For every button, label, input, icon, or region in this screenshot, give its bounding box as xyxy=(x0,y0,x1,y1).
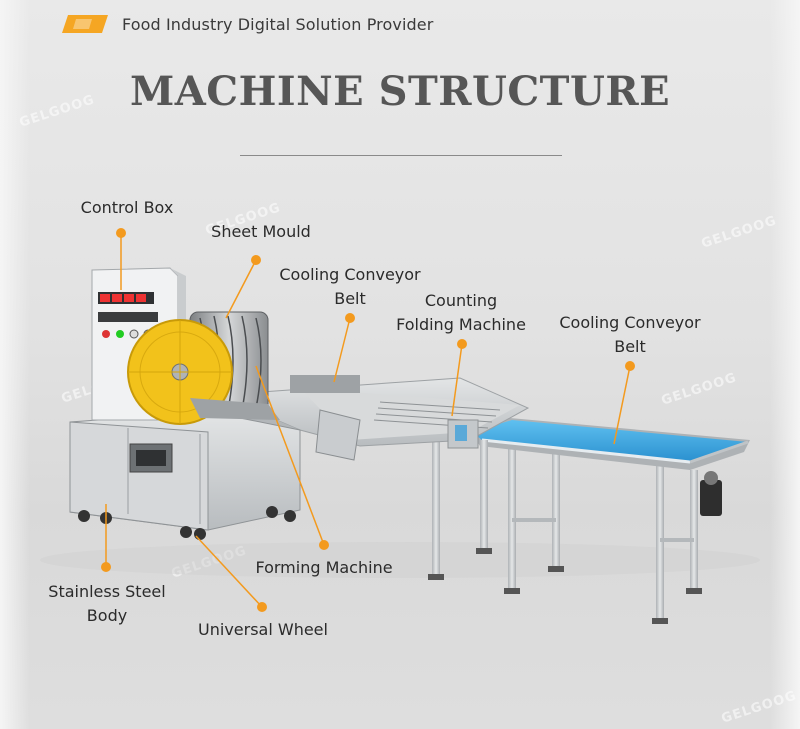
sheet-mould-drum xyxy=(127,311,280,425)
label-stainless-line2: Body xyxy=(86,606,128,625)
label-sheet-mould-text: Sheet Mould xyxy=(211,222,311,241)
callout-dot-forming xyxy=(319,540,329,550)
callout-dot-cooling-conveyor-1 xyxy=(345,313,355,323)
label-counting-line2: Folding Machine xyxy=(396,315,526,334)
belt-motor xyxy=(700,480,722,516)
title-divider xyxy=(240,155,562,156)
header-tagline: Food Industry Digital Solution Provider xyxy=(122,14,434,34)
left-edge-shade xyxy=(0,0,30,729)
callout-dot-counting xyxy=(457,339,467,349)
blue-conveyor-belt xyxy=(470,418,750,516)
label-cooling-conveyor-2-line2: Belt xyxy=(614,337,646,356)
floor-shadow xyxy=(40,542,760,578)
foot xyxy=(504,588,520,594)
page-title: MACHINE STRUCTURE xyxy=(129,68,671,115)
label-stainless-line1: Stainless Steel xyxy=(48,582,166,601)
callout-dot-sheet-mould xyxy=(251,255,261,265)
label-universal-wheel: Universal Wheel xyxy=(188,618,338,642)
label-control-box: Control Box xyxy=(64,196,190,220)
callout-dot-universal-wheel xyxy=(257,602,267,612)
cooling-rollers xyxy=(290,375,360,393)
label-control-box-text: Control Box xyxy=(80,198,174,217)
label-universal-wheel-text: Universal Wheel xyxy=(198,620,328,639)
label-cooling-conveyor-2-line1: Cooling Conveyor xyxy=(559,313,701,332)
label-forming-machine: Forming Machine xyxy=(246,556,402,580)
right-edge-shade xyxy=(770,0,800,729)
callout-dot-cooling-conveyor-2 xyxy=(625,361,635,371)
label-cooling-conveyor-1-line2: Belt xyxy=(334,289,366,308)
callout-dot-stainless xyxy=(101,562,111,572)
counting-machine-legs xyxy=(428,440,492,580)
header-bar: Food Industry Digital Solution Provider xyxy=(62,12,433,36)
foot xyxy=(686,588,702,594)
label-cooling-conveyor-1-line1: Cooling Conveyor xyxy=(279,265,421,284)
callout-lines xyxy=(101,228,635,612)
label-cooling-conveyor-2: Cooling Conveyor Belt xyxy=(550,311,710,359)
label-stainless-steel-body: Stainless Steel Body xyxy=(36,580,178,628)
brand-flag-icon xyxy=(62,15,108,33)
cooling-conveyor-table xyxy=(217,375,530,461)
foot xyxy=(548,566,564,572)
label-counting-line1: Counting xyxy=(424,291,498,310)
callout-dot-control-box xyxy=(116,228,126,238)
label-sheet-mould: Sheet Mould xyxy=(200,220,322,244)
label-cooling-conveyor-1: Cooling Conveyor Belt xyxy=(270,263,430,311)
label-counting: Counting Folding Machine xyxy=(386,289,536,337)
right-conveyor-legs xyxy=(504,445,702,624)
foot xyxy=(652,618,668,624)
label-forming-machine-text: Forming Machine xyxy=(255,558,393,577)
